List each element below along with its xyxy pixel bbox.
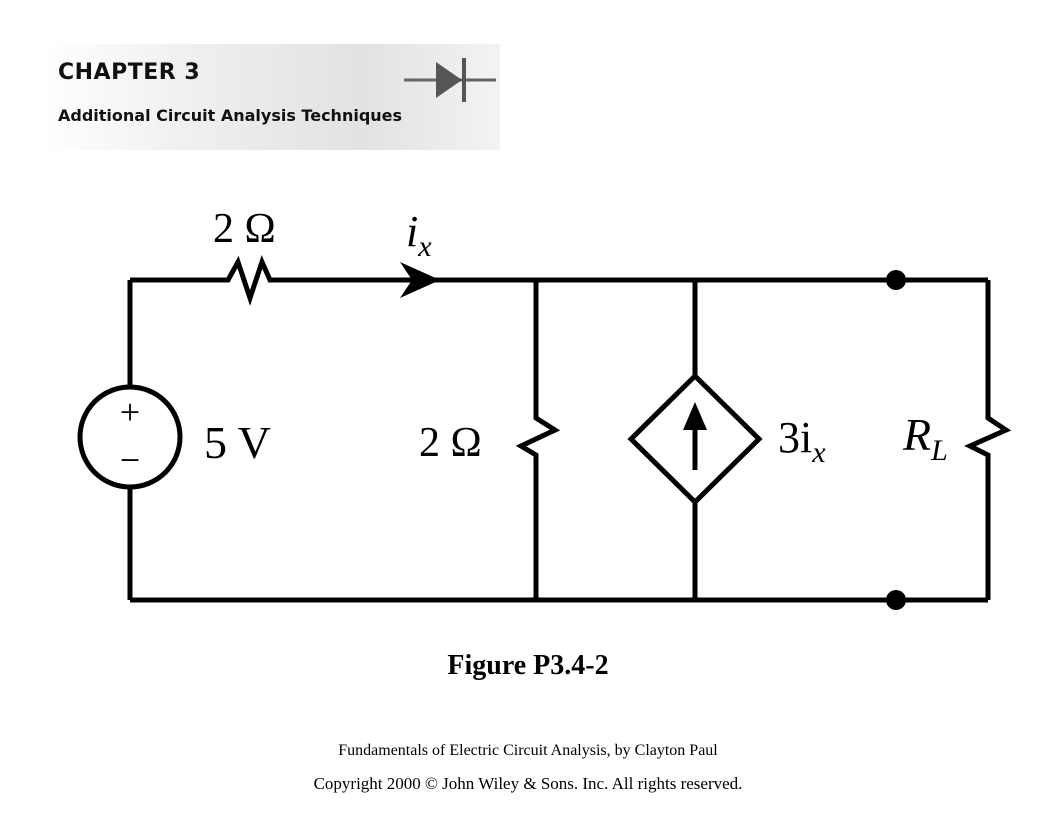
- figure-caption: Figure P3.4-2: [447, 650, 609, 681]
- minus-sign: −: [120, 440, 140, 480]
- voltage-source-label: 5 V: [204, 417, 271, 468]
- dependent-source-diamond: [627, 372, 763, 506]
- book-credit: Fundamentals of Electric Circuit Analysi…: [338, 742, 718, 759]
- top-wire-with-resistor: [130, 255, 988, 306]
- terminal-bottom: [886, 590, 906, 610]
- diode-icon: [404, 58, 496, 102]
- dependent-source-arrow-icon: [683, 402, 707, 430]
- chapter-subtitle: Additional Circuit Analysis Techniques: [58, 106, 403, 125]
- terminal-top: [886, 270, 906, 290]
- load-resistor-label: RL: [903, 409, 948, 467]
- current-arrow-icon: [400, 262, 440, 298]
- dependent-source-label: 3ix: [778, 413, 826, 469]
- chapter-header-banner: CHAPTER 3 Additional Circuit Analysis Te…: [44, 44, 500, 150]
- current-label: ix: [406, 207, 432, 263]
- plus-sign: +: [120, 392, 140, 432]
- voltage-source-circle: [77, 384, 183, 490]
- shunt-resistor-label: 2 Ω: [419, 420, 482, 466]
- copyright-notice: Copyright 2000 © John Wiley & Sons. Inc.…: [313, 774, 743, 793]
- series-resistor-label: 2 Ω: [213, 206, 276, 252]
- load-resistor-branch: [964, 280, 1012, 600]
- chapter-title: CHAPTER 3: [58, 60, 201, 85]
- shunt-resistor-branch: [515, 280, 561, 600]
